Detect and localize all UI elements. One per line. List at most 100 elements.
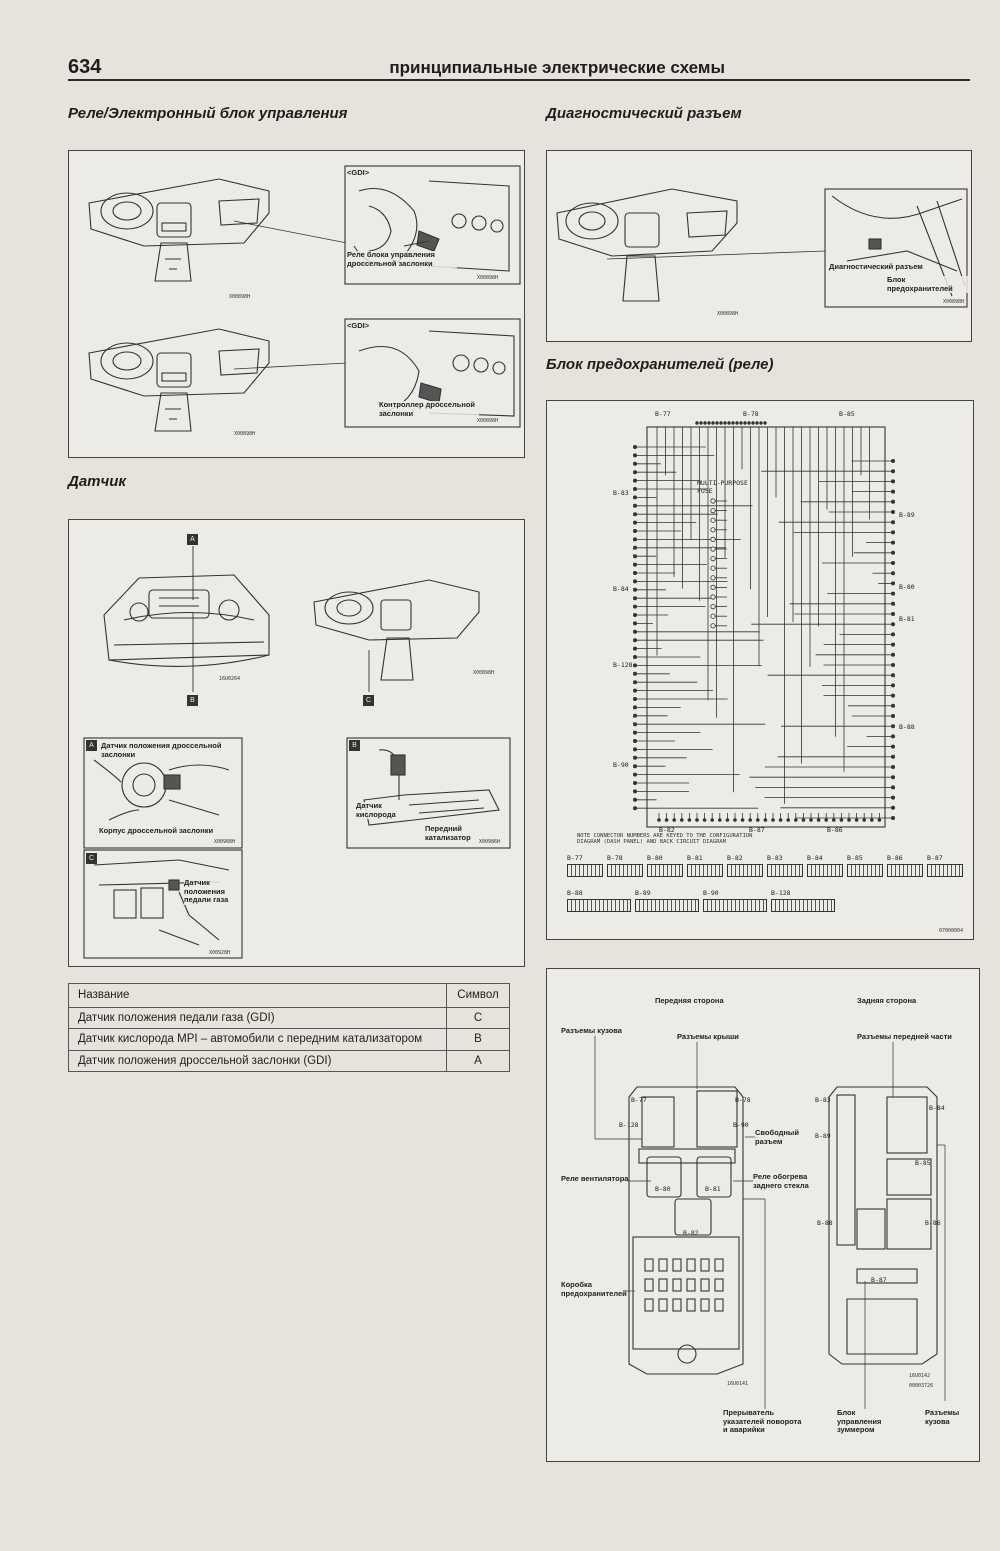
box-label: B-83 xyxy=(815,1096,831,1104)
connector-label: B-88 xyxy=(899,723,915,731)
label-oxygen-sensor: Датчик кислорода xyxy=(356,801,401,820)
terminal xyxy=(633,654,638,659)
connector-legend-shape xyxy=(771,899,835,912)
figure-code: X00898H xyxy=(229,294,251,300)
terminal xyxy=(707,421,711,425)
terminal xyxy=(710,604,716,610)
label-free-connector: Свободный разъем xyxy=(755,1128,803,1147)
figure-code: 16U0142 xyxy=(909,1373,931,1379)
table-cell-symbol: C xyxy=(446,1006,510,1030)
label-fan-relay: Реле вентилятора xyxy=(561,1174,629,1184)
fuse-layout-drawing xyxy=(594,1035,946,1409)
rear-fuse-box-illustration xyxy=(828,1086,938,1365)
terminal xyxy=(633,738,638,743)
figure-code: X00986H xyxy=(479,839,501,845)
terminal xyxy=(719,421,723,425)
connector-legend-shape xyxy=(567,899,631,912)
label-throttle-position-sensor: Датчик положения дроссельной заслонки xyxy=(101,741,241,760)
terminal xyxy=(633,646,638,651)
terminal xyxy=(710,575,716,581)
terminal xyxy=(710,556,716,562)
connector-legend-label: B-86 xyxy=(887,854,903,862)
connector-label: B-80 xyxy=(899,583,915,591)
figure-code: X00898H xyxy=(477,275,499,281)
connector-legend-label: B-83 xyxy=(767,854,783,862)
table-row: Датчик кислорода MPI – автомобили с пере… xyxy=(68,1028,510,1051)
connector-legend-item: B-80 xyxy=(647,854,683,877)
fuse-section-heading: Блок предохранителей (реле) xyxy=(546,356,774,373)
connector-legend-label: B-128 xyxy=(771,889,791,897)
connector-legend-item: B-128 xyxy=(771,889,835,912)
terminal xyxy=(633,722,638,727)
table-header-row: Название Символ xyxy=(68,983,510,1008)
label-buzzer-control-unit: Блок управления зуммером xyxy=(837,1408,897,1435)
terminal xyxy=(633,554,638,559)
terminal xyxy=(633,671,638,676)
terminal xyxy=(710,584,716,590)
connector-legend-label: B-82 xyxy=(727,854,743,862)
terminal xyxy=(633,445,638,450)
terminal xyxy=(633,806,638,811)
tag-c-detail: C xyxy=(86,853,97,864)
terminal xyxy=(710,623,716,629)
tag-b-detail: B xyxy=(349,740,360,751)
label-diagnostic-connector: Диагностический разъем xyxy=(829,262,923,272)
diag-section-heading: Диагностический разъем xyxy=(546,105,742,122)
connector-label: B-87 xyxy=(749,826,765,834)
relay-section-heading: Реле/Электронный блок управления xyxy=(68,105,348,122)
terminal xyxy=(699,421,703,425)
connector-legend-label: B-81 xyxy=(687,854,703,862)
terminal xyxy=(743,421,747,425)
table-cell-name: Датчик положения педали газа (GDI) xyxy=(68,1006,447,1030)
terminal xyxy=(633,604,638,609)
figure-code: X00928H xyxy=(209,950,231,956)
box-label: B-77 xyxy=(631,1096,647,1104)
label-front-catalyst: Передний катализатор xyxy=(425,824,480,843)
figure-code: 00003726 xyxy=(909,1383,934,1389)
terminal xyxy=(710,594,716,600)
connector-legend-label: B-78 xyxy=(607,854,623,862)
oxygen-sensor-illustration xyxy=(363,749,500,826)
terminal xyxy=(633,663,638,668)
front-fuse-box-illustration xyxy=(628,1086,744,1375)
connector-label: B-128 xyxy=(613,661,633,669)
terminal xyxy=(633,587,638,592)
box-label: B-78 xyxy=(735,1096,751,1104)
tag-a-detail: A xyxy=(86,740,97,751)
terminal xyxy=(747,421,751,425)
terminal xyxy=(633,764,638,769)
connector-legend-shape xyxy=(847,864,883,877)
connector-legend-label: B-88 xyxy=(567,889,583,897)
wiring-note: NOTE CONNECTOR NUMBERS ARE KEYED TO THE … xyxy=(577,833,753,846)
terminal xyxy=(735,421,739,425)
connector-legend-shape xyxy=(607,864,643,877)
terminal xyxy=(633,797,638,802)
dashboard-illustration-sensor xyxy=(313,579,480,681)
terminal xyxy=(751,421,755,425)
box-label: B-87 xyxy=(871,1276,887,1284)
connector-legend-label: B-84 xyxy=(807,854,823,862)
label-throttle-body: Корпус дроссельной заслонки xyxy=(99,826,229,836)
connector-legend-item: B-87 xyxy=(927,854,963,877)
connector-legend-shape xyxy=(703,899,767,912)
relay-label-throttle-controller: Контроллер дроссельной заслонки xyxy=(379,400,479,419)
connector-legend-shape xyxy=(807,864,843,877)
terminal xyxy=(710,565,716,571)
label-roof-connectors: Разъемы крыши xyxy=(677,1032,739,1042)
connector-legend-label: B-77 xyxy=(567,854,583,862)
table-cell-name: Датчик кислорода MPI – автомобили с пере… xyxy=(68,1028,447,1051)
terminal xyxy=(633,696,638,701)
connector-label: B-86 xyxy=(827,826,843,834)
label-accelerator-pedal-sensor: Датчик положения педали газа xyxy=(184,878,239,905)
table-header-symbol: Символ xyxy=(446,983,510,1008)
connector-legend-label: B-80 xyxy=(647,854,663,862)
terminal xyxy=(633,570,638,575)
terminal xyxy=(633,512,638,517)
terminal xyxy=(633,495,638,500)
terminal xyxy=(731,421,735,425)
sensor-figure-panel: A B C 16U0264 X00898H A Датчик положения… xyxy=(68,519,525,967)
tag-b: B xyxy=(187,695,198,706)
connector-legend-shape xyxy=(567,864,603,877)
